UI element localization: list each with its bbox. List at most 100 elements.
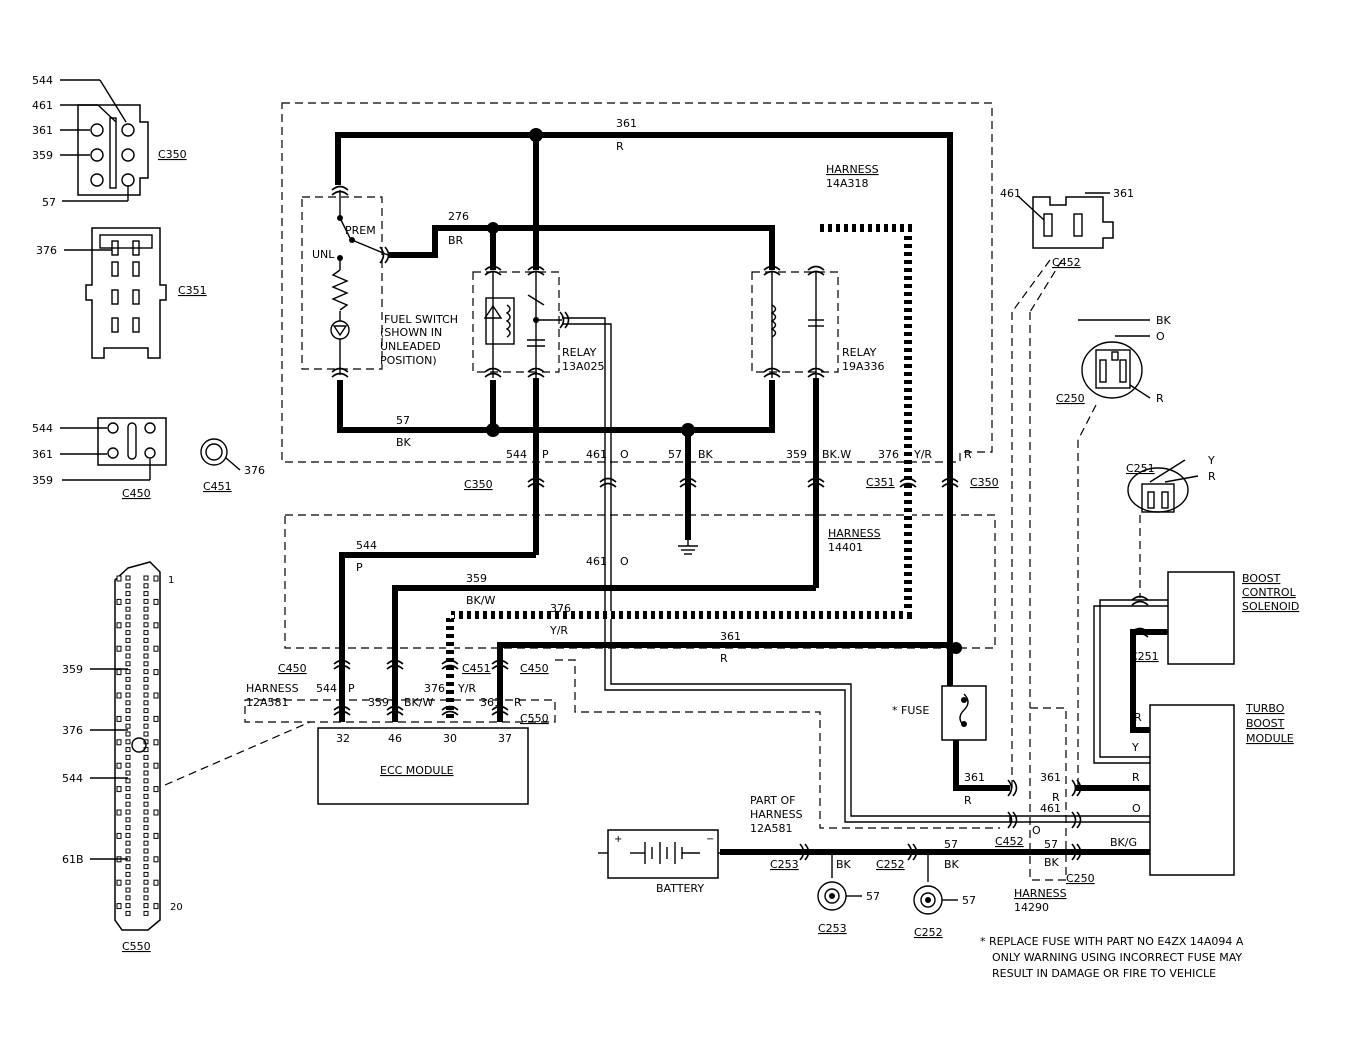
boost-control-solenoid[interactable]: BOOST CONTROL SOLENOID C251 — [1130, 571, 1299, 665]
svg-text:14290: 14290 — [1014, 901, 1049, 914]
c450-pin-544: 544 — [32, 422, 53, 435]
harness-14290-label: HARNESS — [1014, 887, 1067, 900]
harness-14401-outline — [284, 514, 996, 649]
c253-bottom-label: C253 — [818, 922, 847, 935]
svg-text:57: 57 — [1044, 838, 1058, 851]
svg-text:57: 57 — [668, 448, 682, 461]
svg-text:BK: BK — [836, 858, 852, 871]
battery-label: BATTERY — [656, 882, 704, 895]
svg-text:361: 361 — [720, 630, 741, 643]
connector-c452: 461 361 C452 — [1000, 187, 1134, 790]
svg-text:R: R — [964, 448, 972, 461]
svg-text:12A581: 12A581 — [246, 696, 289, 709]
battery-minus: − — [706, 834, 714, 845]
boost-solenoid-label: BOOST — [1242, 572, 1281, 585]
footnote-line-3: RESULT IN DAMAGE OR FIRE TO VEHICLE — [992, 967, 1216, 980]
svg-text:461: 461 — [586, 555, 607, 568]
svg-text:Y/R: Y/R — [549, 624, 568, 637]
svg-text:O: O — [620, 555, 629, 568]
c550-pin-376: 376 — [62, 724, 83, 737]
c350-label: C350 — [158, 148, 187, 161]
svg-text:O: O — [620, 448, 629, 461]
svg-text:P: P — [356, 561, 363, 574]
c350-pin-57: 57 — [42, 196, 56, 209]
svg-text:19A336: 19A336 — [842, 360, 885, 373]
ecc-pin-32: 32 — [336, 732, 350, 745]
c251-pin-r: R — [1208, 470, 1216, 483]
svg-text:BK/G: BK/G — [1110, 836, 1137, 849]
inline-connector-labels: C350 C351 C350 C450 C451 C450 C550 C452 … — [278, 476, 1095, 885]
c451-pin-376: 376 — [244, 464, 265, 477]
svg-text:376: 376 — [550, 602, 571, 615]
svg-text:359: 359 — [466, 572, 487, 585]
svg-text:361: 361 — [616, 117, 637, 130]
wire-376 — [446, 224, 912, 722]
svg-text:BOOST: BOOST — [1246, 717, 1285, 730]
turbo-module-label: TURBO — [1245, 702, 1285, 715]
fuse-label: * FUSE — [892, 704, 929, 717]
c550-pin-20: 20 — [170, 902, 183, 913]
svg-text:R: R — [720, 652, 728, 665]
c350-pin-461: 461 — [32, 99, 53, 112]
c251-label: C251 — [1126, 462, 1155, 475]
c251-lower-label: C251 — [1130, 650, 1159, 663]
svg-text:376: 376 — [878, 448, 899, 461]
c550-pin-359: 359 — [62, 663, 83, 676]
svg-text:C451: C451 — [462, 662, 491, 675]
svg-text:R: R — [964, 794, 972, 807]
switch-unl-label: UNL — [312, 248, 335, 261]
c250-pin-r: R — [1156, 392, 1164, 405]
ecc-module-label: ECC MODULE — [380, 764, 454, 777]
svg-text:BK: BK — [396, 436, 412, 449]
svg-text:359: 359 — [786, 448, 807, 461]
c350-pin-544: 544 — [32, 74, 53, 87]
c550-pin-61b: 61B — [62, 853, 84, 866]
footnote-line-1: * REPLACE FUSE WITH PART NO E4ZX 14A094 … — [980, 935, 1244, 948]
c252-bottom-label: C252 — [914, 926, 943, 939]
battery[interactable]: + − BATTERY — [598, 829, 728, 895]
svg-text:C350: C350 — [970, 476, 999, 489]
connector-c251: C251 Y R — [1126, 454, 1216, 598]
svg-text:14A318: 14A318 — [826, 177, 869, 190]
c452-pin-461: 461 — [1000, 187, 1021, 200]
svg-text:C351: C351 — [866, 476, 895, 489]
footnote-line-2: ONLY WARNING USING INCORRECT FUSE MAY — [992, 951, 1242, 964]
fuel-switch-label: FUEL SWITCH — [384, 313, 458, 326]
fuse[interactable]: * FUSE — [892, 642, 987, 741]
connector-c451-view: 376 C451 — [200, 438, 265, 493]
c253-top-label: C253 — [770, 858, 799, 871]
svg-text:O: O — [1032, 824, 1041, 837]
svg-text:R: R — [1052, 791, 1060, 804]
svg-text:361: 361 — [1040, 771, 1061, 784]
connector-c351-view: 376 C351 — [36, 227, 207, 359]
svg-text:Y/R: Y/R — [457, 682, 476, 695]
svg-text:CONTROL: CONTROL — [1242, 586, 1297, 599]
svg-text:C350: C350 — [464, 478, 493, 491]
connector-c250: BK O R C250 — [1056, 314, 1172, 790]
c251-pin-y: Y — [1207, 454, 1215, 467]
svg-text:544: 544 — [316, 682, 337, 695]
svg-text:C450: C450 — [520, 662, 549, 675]
svg-text:361: 361 — [480, 696, 501, 709]
svg-text:C452: C452 — [995, 835, 1024, 848]
svg-text:SOLENOID: SOLENOID — [1242, 600, 1299, 613]
svg-text:57: 57 — [866, 890, 880, 903]
svg-text:R: R — [616, 140, 624, 153]
turbo-boost-module[interactable]: TURBO BOOST MODULE — [1149, 702, 1294, 876]
c250-pin-bk: BK — [1156, 314, 1172, 327]
switch-prem-label: PREM — [345, 224, 376, 237]
svg-text:544: 544 — [506, 448, 527, 461]
svg-text:(SHOWN IN: (SHOWN IN — [380, 326, 442, 339]
relay2-label: RELAY — [842, 346, 877, 359]
harness-14a318-outline — [281, 102, 993, 463]
svg-text:359: 359 — [368, 696, 389, 709]
wire-y — [1099, 599, 1170, 758]
svg-text:BK: BK — [944, 858, 960, 871]
relay-19a336: RELAY 19A336 — [751, 271, 885, 378]
svg-text:BK: BK — [698, 448, 714, 461]
connector-c253: 57 C253 BK C253 — [770, 852, 880, 935]
ecc-module[interactable]: ECC MODULE 32 46 30 37 — [317, 727, 529, 805]
c351-pin-376: 376 — [36, 244, 57, 257]
connector-c350-view: 544 461 361 359 57 C350 — [32, 74, 187, 209]
